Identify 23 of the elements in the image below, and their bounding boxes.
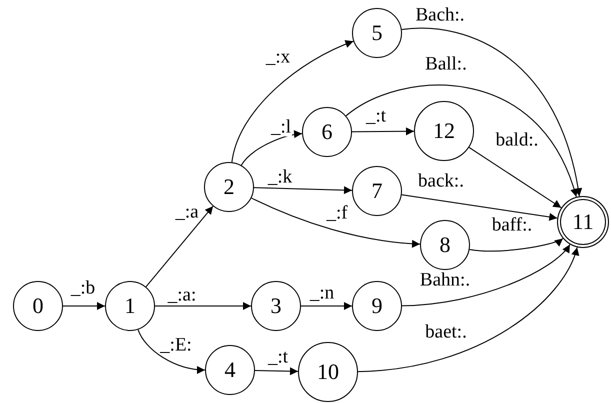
arrow	[254, 186, 352, 194]
arrow	[254, 367, 298, 376]
arrow	[62, 302, 106, 310]
arrow	[358, 246, 578, 372]
edge-label: _:k	[266, 168, 294, 186]
arrow	[469, 238, 564, 252]
arrow	[401, 28, 582, 197]
arrow	[231, 40, 354, 163]
arrow	[402, 244, 570, 306]
edge-label: _:E:	[159, 336, 193, 354]
arrow	[352, 127, 414, 136]
arrow	[346, 84, 578, 198]
arrow	[154, 302, 252, 310]
arrow	[138, 329, 206, 374]
edge-label: _:f	[325, 204, 349, 222]
edge-label: _:l	[270, 118, 292, 136]
arrow	[300, 302, 352, 310]
edge-label: _:b	[70, 278, 96, 298]
arrow	[468, 146, 562, 208]
arrow	[250, 198, 421, 248]
arrow	[240, 130, 303, 166]
arrow	[401, 194, 558, 221]
arrow	[146, 206, 214, 288]
